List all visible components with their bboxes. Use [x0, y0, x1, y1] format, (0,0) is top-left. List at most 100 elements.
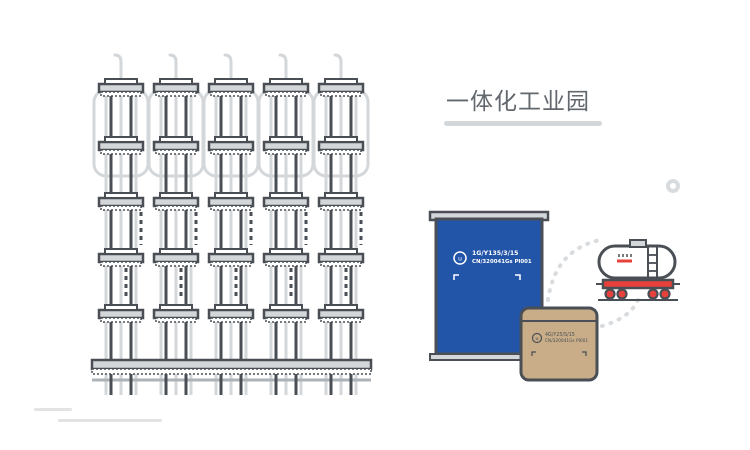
level-flange — [152, 140, 200, 152]
level-flange — [262, 82, 310, 94]
flange-bolts — [210, 205, 252, 211]
flange-bolts — [320, 149, 362, 155]
level-flange — [97, 196, 145, 208]
flange-cap — [269, 136, 303, 143]
flange-cap — [269, 78, 303, 85]
flange-cap — [159, 248, 193, 255]
flange-bolts — [265, 317, 307, 323]
level-flange — [152, 308, 200, 320]
big-bag-label-line2: CN/320041Gs PI001 — [472, 259, 532, 265]
level-flange — [207, 252, 255, 264]
flange-bolts — [265, 149, 307, 155]
un-packaging-mark-icon: u — [531, 332, 543, 344]
level-flange — [262, 252, 310, 264]
flange-cap — [324, 192, 358, 199]
flange-cap — [214, 78, 248, 85]
tank-wagon-icon — [596, 239, 680, 301]
box-label-line1: 4G/Y25/S/15 — [545, 332, 575, 338]
flange-bolts — [320, 205, 362, 211]
flange-bolts — [100, 149, 142, 155]
level-flange — [97, 140, 145, 152]
flange-cap — [104, 192, 138, 199]
cardboard-box-container: u 4G/Y25/S/15 CN/320041Gs PI001 — [519, 306, 599, 382]
flange-bolts — [210, 149, 252, 155]
level-flange — [97, 252, 145, 264]
flange-bolts — [320, 91, 362, 97]
flange-bolts — [100, 317, 142, 323]
level-flange — [317, 196, 365, 208]
pipe-hook — [223, 53, 233, 82]
level-flange — [262, 140, 310, 152]
flange-cap — [324, 248, 358, 255]
flange-bolts — [155, 205, 197, 211]
flange-bolts — [265, 91, 307, 97]
flange-cap — [324, 136, 358, 143]
dotted-arc-connector — [546, 238, 640, 328]
flange-bolts — [265, 261, 307, 267]
big-bag-label-line1: 1G/Y135/3/15 — [472, 250, 518, 257]
industrial-rack-structure — [90, 53, 373, 395]
flange-cap — [269, 248, 303, 255]
level-flange — [207, 140, 255, 152]
level-flange — [152, 252, 200, 264]
ground-line-long — [58, 419, 162, 422]
base-beam — [90, 358, 373, 371]
level-flange — [97, 308, 145, 320]
flange-cap — [104, 136, 138, 143]
level-flange — [262, 196, 310, 208]
flange-cap — [324, 78, 358, 85]
level-flange — [97, 82, 145, 94]
flange-cap — [214, 192, 248, 199]
base-beam-bolts — [91, 368, 372, 375]
level-flange — [317, 252, 365, 264]
flange-cap — [159, 192, 193, 199]
flange-cap — [104, 304, 138, 311]
flange-cap — [324, 304, 358, 311]
flange-cap — [214, 304, 248, 311]
page-title: 一体化工业园 — [446, 89, 590, 115]
level-flange — [317, 308, 365, 320]
flange-bolts — [155, 149, 197, 155]
level-flange — [207, 82, 255, 94]
flange-bolts — [155, 91, 197, 97]
flange-cap — [159, 136, 193, 143]
flange-cap — [214, 248, 248, 255]
flange-bolts — [100, 205, 142, 211]
flange-bolts — [210, 317, 252, 323]
level-flange — [207, 308, 255, 320]
flange-cap — [104, 248, 138, 255]
flange-cap — [104, 78, 138, 85]
level-flange — [262, 308, 310, 320]
flange-cap — [159, 78, 193, 85]
flange-bolts — [155, 261, 197, 267]
box-label-line2: CN/320041Gs PI001 — [545, 338, 588, 344]
flange-bolts — [210, 91, 252, 97]
pipe-hook — [333, 53, 343, 82]
pipe-hook — [113, 53, 123, 82]
un-packaging-mark-icon: u — [453, 251, 467, 265]
svg-text:u: u — [458, 256, 462, 263]
flange-cap — [214, 136, 248, 143]
flange-bolts — [100, 91, 142, 97]
flange-bolts — [265, 205, 307, 211]
level-flange — [207, 196, 255, 208]
level-flange — [317, 82, 365, 94]
flange-cap — [269, 304, 303, 311]
ground-line-short — [34, 408, 72, 411]
pipe-hook — [168, 53, 178, 82]
ring-dot-icon — [666, 179, 680, 193]
flange-cap — [269, 192, 303, 199]
flange-bolts — [320, 261, 362, 267]
level-flange — [152, 196, 200, 208]
level-flange — [152, 82, 200, 94]
flange-cap — [159, 304, 193, 311]
svg-text:u: u — [535, 336, 538, 342]
flange-bolts — [210, 261, 252, 267]
title-underline — [444, 121, 602, 126]
pipe-hook — [278, 53, 288, 82]
flange-bolts — [100, 261, 142, 267]
flange-bolts — [320, 317, 362, 323]
level-flange — [317, 140, 365, 152]
